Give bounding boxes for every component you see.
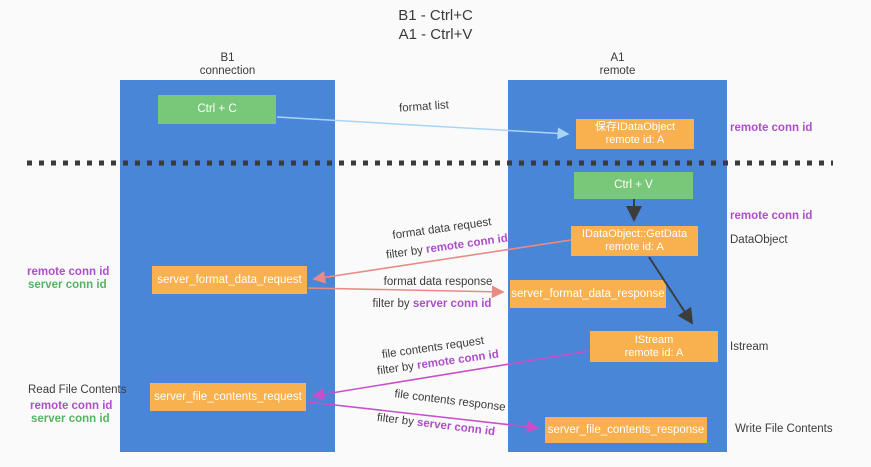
server-file-contents-request-label: server_file_contents_request (154, 390, 302, 403)
ctrl-v-label: Ctrl + V (614, 179, 653, 191)
format-data-response-arrow (307, 285, 505, 299)
node-save-idataobject: 保存IDataObject remote id: A (576, 119, 694, 149)
right-column-header: A1 remote (560, 52, 675, 78)
save-idataobject-line1: 保存IDataObject (594, 121, 676, 133)
left-remote-conn-id-label-2: remote conn id (30, 400, 113, 412)
left-column-subtitle: connection (199, 65, 256, 77)
format-data-response-label: format data response (383, 276, 493, 288)
server-conn-id-text: server conn id (416, 416, 496, 439)
server-format-data-request-label: server_format_data_request (157, 273, 302, 286)
node-ctrl-v: Ctrl + V (574, 172, 693, 199)
server-conn-id-text: server conn id (412, 298, 492, 310)
node-server-file-contents-response: server_file_contents_response (545, 417, 707, 443)
remote-conn-id-text: remote conn id (425, 232, 509, 256)
right-column-title: A1 (610, 52, 625, 64)
filter-by-server-conn-id-label-1: filter by server conn id (373, 298, 492, 310)
right-column-subtitle: remote (599, 65, 636, 77)
left-column-header: B1 connection (170, 52, 285, 78)
title-line-1: B1 - Ctrl+C (398, 7, 473, 24)
node-istream: IStream remote id: A (590, 331, 718, 362)
node-ctrl-c: Ctrl + C (158, 95, 276, 124)
filter-by-text: filter by (376, 411, 415, 429)
filter-by-server-conn-id-label-2: filter by server conn id (376, 412, 495, 438)
read-file-contents-label: Read File Contents (28, 384, 127, 396)
dataobject-label: DataObject (730, 234, 788, 246)
filter-by-text: filter by (376, 360, 415, 378)
left-remote-conn-id-label-1: remote conn id (27, 266, 110, 278)
ctrl-c-label: Ctrl + C (197, 103, 237, 115)
filter-by-text: filter by (385, 244, 424, 262)
getdata-line2: remote id: A (605, 241, 664, 253)
left-server-conn-id-label-2: server conn id (31, 413, 110, 425)
left-column-title: B1 (220, 52, 235, 64)
right-remote-conn-id-label-2: remote conn id (730, 210, 813, 222)
server-file-contents-response-label: server_file_contents_response (547, 423, 705, 436)
getdata-line1: IDataObject::GetData (581, 228, 688, 240)
file-contents-response-label: file contents response (393, 388, 507, 414)
save-idataobject-line2: remote id: A (605, 134, 665, 146)
istream-line1: IStream (634, 333, 674, 346)
node-server-format-data-request: server_format_data_request (152, 266, 307, 294)
title-line-2: A1 - Ctrl+V (398, 26, 473, 43)
diagram-title: B1 - Ctrl+C A1 - Ctrl+V (0, 6, 871, 44)
filter-by-text: filter by (372, 298, 410, 310)
write-file-contents-label: Write File Contents (735, 423, 833, 435)
server-format-data-response-label: server_format_data_response (511, 287, 665, 300)
istream-side-label: Istream (730, 341, 769, 353)
node-server-file-contents-request: server_file_contents_request (150, 383, 306, 411)
right-remote-conn-id-label-1: remote conn id (730, 122, 813, 134)
istream-line2: remote id: A (624, 346, 684, 359)
node-idataobject-getdata: IDataObject::GetData remote id: A (571, 226, 698, 256)
format-list-label: format list (398, 99, 450, 115)
left-server-conn-id-label-1: server conn id (28, 279, 107, 291)
node-server-format-data-response: server_format_data_response (510, 280, 666, 308)
